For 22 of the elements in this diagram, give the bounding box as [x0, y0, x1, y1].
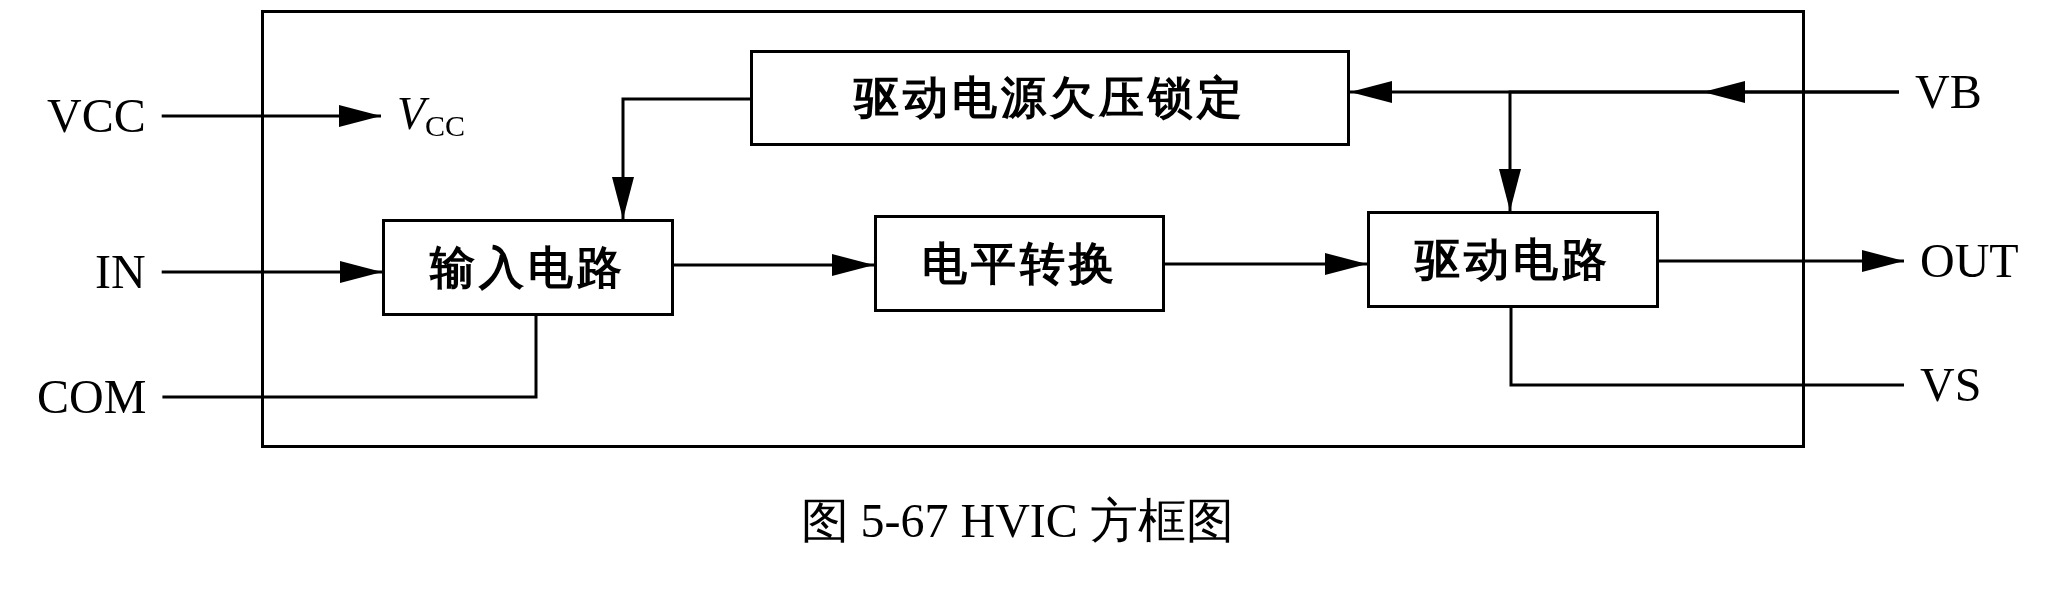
pin-label: IN	[95, 245, 146, 299]
connector-line	[1509, 308, 1904, 387]
connector-line	[162, 316, 538, 399]
circuit-block: 输入电路	[382, 219, 674, 316]
arrow	[1659, 250, 1904, 272]
pin-label: VB	[1915, 65, 1982, 119]
pin-label: VCC	[47, 89, 146, 143]
chip-outline	[261, 10, 1805, 448]
arrow	[1499, 90, 1899, 211]
arrow	[612, 97, 750, 219]
circuit-block: 驱动电源欠压锁定	[750, 50, 1350, 146]
pin-label: VS	[1920, 358, 1982, 412]
arrow	[674, 254, 874, 276]
supply-label: V$_{CC}$	[397, 88, 466, 140]
arrow	[161, 105, 381, 127]
circuit-block: 电平转换	[874, 215, 1165, 312]
circuit-block: 驱动电路	[1367, 211, 1659, 308]
pin-label: COM	[37, 370, 147, 424]
pin-label: OUT	[1920, 234, 2019, 288]
arrow	[161, 261, 382, 283]
arrow	[1165, 253, 1367, 275]
figure-caption: 图 5-67 HVIC 方框图	[800, 494, 1234, 548]
